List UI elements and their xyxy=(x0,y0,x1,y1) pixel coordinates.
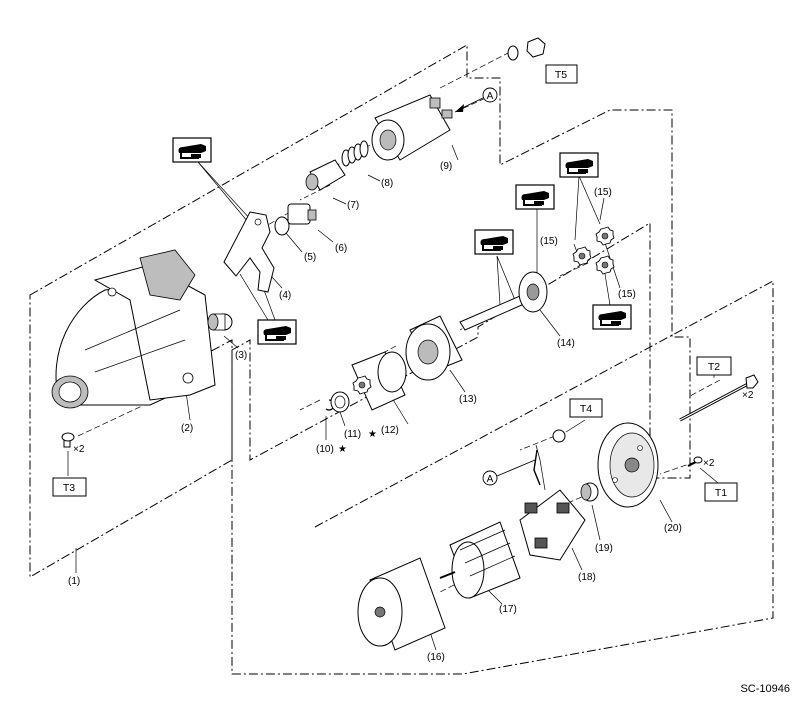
part-label-14: (14) xyxy=(557,338,575,349)
overrunning-clutch-part xyxy=(351,351,407,411)
grease-gun-icon xyxy=(515,184,555,210)
part-label-18: (18) xyxy=(578,572,596,583)
figure-id: SC-10946 xyxy=(740,683,790,695)
part-label-4: (4) xyxy=(279,290,291,301)
washer-part-5 xyxy=(274,216,290,236)
quantity-label-t2: ×2 xyxy=(742,390,754,401)
part-label-5: (5) xyxy=(304,252,316,263)
top-nut-part xyxy=(507,37,546,61)
part-label-8: (8) xyxy=(381,178,393,189)
brush-holder-part xyxy=(519,444,586,561)
grease-gun-icon xyxy=(257,319,297,345)
yoke-part xyxy=(357,557,446,651)
part-label-7: (7) xyxy=(347,200,359,211)
part-label-9: (9) xyxy=(440,161,452,172)
reference-mark-a-bottom: A xyxy=(482,459,536,486)
screw-t1 xyxy=(687,456,703,467)
part-label-1: (1) xyxy=(68,576,80,587)
planetary-gear-part-a xyxy=(572,246,592,266)
internal-gear-part xyxy=(405,315,463,381)
part-label-20: (20) xyxy=(664,523,682,534)
svg-text:T1: T1 xyxy=(715,487,727,499)
svg-text:T2: T2 xyxy=(708,361,720,373)
part-label-17: (17) xyxy=(499,604,517,615)
through-bolt-part xyxy=(679,374,759,422)
lever-part xyxy=(223,211,275,293)
plunger-part xyxy=(305,159,346,191)
part-label-11: (11) xyxy=(344,429,361,440)
torque-box-t2: T2 xyxy=(696,356,732,376)
quantity-label-t1: ×2 xyxy=(703,458,715,469)
part-label-19: (19) xyxy=(595,543,613,554)
rear-cover-part xyxy=(597,422,659,508)
stopper-part xyxy=(330,391,350,413)
quantity-label-t3: ×2 xyxy=(73,444,85,455)
part-label-15c: (15) xyxy=(618,289,636,300)
housing-part xyxy=(51,249,216,409)
bushing-part xyxy=(207,313,233,331)
planetary-gear-part-c xyxy=(595,255,615,275)
grease-gun-icon xyxy=(172,137,212,163)
part-label-12: (12) xyxy=(381,425,399,436)
assembly-outline-2 xyxy=(141,280,774,675)
part-label-2: (2) xyxy=(181,423,193,434)
torque-box-t3: T3 xyxy=(52,477,87,497)
svg-text:A: A xyxy=(487,474,494,485)
torque-box-t5: T5 xyxy=(545,64,578,84)
svg-text:T3: T3 xyxy=(63,482,75,494)
magnetic-switch-part xyxy=(371,94,453,161)
torque-box-t4: T4 xyxy=(569,398,603,418)
screw-t3 xyxy=(61,432,75,448)
nut-t4-part xyxy=(552,429,566,443)
star-mark-10: ★ xyxy=(338,444,347,455)
part-label-16: (16) xyxy=(427,652,445,663)
star-mark-11: ★ xyxy=(368,429,377,440)
grease-gun-icon xyxy=(592,304,632,330)
grease-gun-icon xyxy=(474,229,514,255)
assembly-outline-1 xyxy=(29,44,691,578)
rear-bushing-part xyxy=(580,482,599,502)
part-label-6: (6) xyxy=(335,243,347,254)
part-label-13: (13) xyxy=(459,394,477,405)
torque-box-t1: T1 xyxy=(704,482,738,502)
svg-text:A: A xyxy=(487,91,494,102)
armature-part xyxy=(439,521,521,599)
part-label-3: (3) xyxy=(235,350,247,361)
part-label-15a: (15) xyxy=(594,187,612,198)
plunger-holder-part xyxy=(287,203,317,225)
planetary-gear-part-b xyxy=(595,226,615,246)
part-label-10: (10) xyxy=(316,444,334,455)
svg-text:T5: T5 xyxy=(555,69,567,81)
svg-text:T4: T4 xyxy=(580,403,592,415)
reference-mark-a-top: A xyxy=(455,87,498,112)
shaft-part xyxy=(459,271,548,331)
part-label-15b: (15) xyxy=(540,236,558,247)
grease-gun-icon xyxy=(559,152,599,178)
spring-part xyxy=(341,140,369,167)
